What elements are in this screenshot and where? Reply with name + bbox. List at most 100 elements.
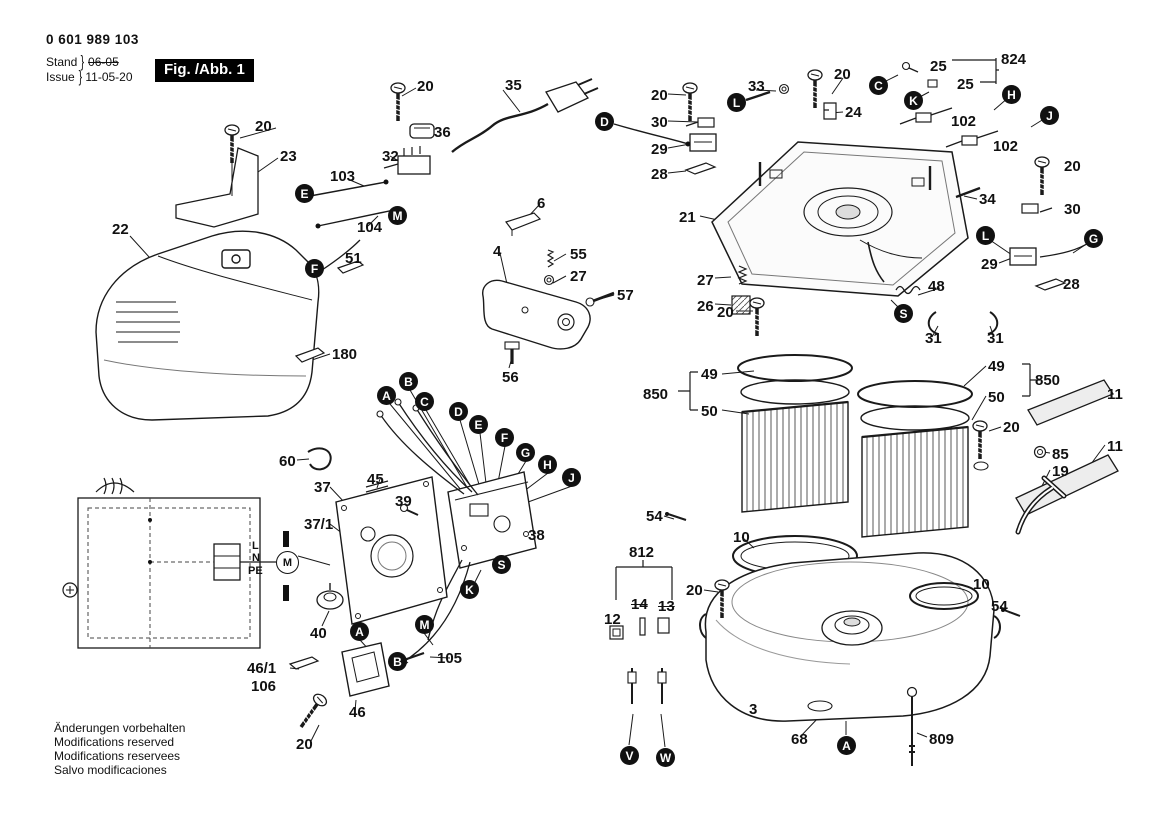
callout-D2: D	[449, 402, 468, 421]
part-label-46-1: 46/1	[247, 660, 277, 677]
callout-B2: B	[388, 652, 407, 671]
part-label-49b: 49	[988, 358, 1005, 375]
part-label-30b: 30	[1064, 201, 1081, 218]
part-label-20g: 20	[1003, 419, 1020, 436]
callout-A2: A	[350, 622, 369, 641]
callout-L1: L	[727, 93, 746, 112]
stand-line: Stand}06-05	[46, 51, 119, 71]
document-number: 0 601 989 103	[46, 32, 139, 47]
callout-S2: S	[492, 555, 511, 574]
callout-M1: M	[388, 206, 407, 225]
callout-C2: C	[415, 392, 434, 411]
part-label-4: 4	[493, 243, 502, 260]
part-label-45: 45	[367, 471, 384, 488]
part-label-50b: 50	[988, 389, 1005, 406]
part-label-29a: 29	[651, 141, 668, 158]
part-label-27a: 27	[570, 268, 587, 285]
part-label-54b: 54	[991, 598, 1008, 615]
callout-K1: K	[904, 91, 923, 110]
part-label-32: 32	[382, 148, 399, 165]
part-label-850b: 850	[1035, 372, 1061, 389]
part-label-48: 48	[928, 278, 945, 295]
part-label-30a: 30	[651, 114, 668, 131]
hardware-right-drawing	[973, 445, 1067, 535]
terminal-label-l: L	[252, 540, 259, 552]
part-label-21: 21	[679, 209, 696, 226]
part-label-55: 55	[570, 246, 587, 263]
parts-812-drawing	[609, 617, 670, 704]
callout-C1: C	[869, 76, 888, 95]
motor-symbol: M	[276, 551, 299, 574]
legal-note: Änderungen vorbehalten Modifications res…	[54, 721, 185, 777]
terminal-label-pe: PE	[248, 565, 263, 577]
part-label-85: 85	[1052, 446, 1069, 463]
foam-strips-11-drawing	[1015, 379, 1119, 516]
leader-lines	[129, 74, 1106, 748]
part-label-39: 39	[395, 493, 412, 510]
motor-cover-22-drawing	[95, 230, 320, 421]
part-label-60: 60	[279, 453, 296, 470]
stand-label: Stand	[46, 55, 78, 69]
part-label-809: 809	[929, 731, 955, 748]
part-label-102a: 102	[951, 113, 977, 130]
callout-D1: D	[595, 112, 614, 131]
wiring-schematic-drawing	[62, 477, 331, 649]
part-label-37-1: 37/1	[304, 516, 334, 533]
part-label-24: 24	[845, 104, 862, 121]
part-label-26: 26	[697, 298, 714, 315]
issue-value: 11-05-20	[85, 70, 133, 84]
issue-line: Issue}11-05-20	[46, 66, 133, 86]
part-label-12: 12	[604, 611, 621, 628]
callout-A1: A	[377, 386, 396, 405]
power-cord-35-drawing	[383, 78, 599, 175]
bracket-23-drawing	[175, 147, 259, 228]
part-label-10a: 10	[733, 529, 750, 546]
part-label-20e: 20	[1064, 158, 1081, 175]
part-label-35: 35	[505, 77, 522, 94]
part-label-13: 13	[658, 598, 675, 615]
part-label-20c: 20	[834, 66, 851, 83]
legal-note-es: Salvo modificaciones	[54, 763, 167, 777]
issue-brace: }	[78, 66, 82, 86]
callout-J2: J	[562, 468, 581, 487]
callout-F2: F	[495, 428, 514, 447]
part-label-50a: 50	[701, 403, 718, 420]
part-label-20h: 20	[686, 582, 703, 599]
legal-note-fr: Modifications reservees	[54, 749, 181, 763]
part-label-20b: 20	[255, 118, 272, 135]
pcb-38-drawing	[376, 398, 537, 665]
callout-J1: J	[1040, 106, 1059, 125]
part-label-20a: 20	[417, 78, 434, 95]
part-label-10b: 10	[973, 576, 990, 593]
issue-label: Issue	[46, 70, 75, 84]
part-label-20i: 20	[296, 736, 313, 753]
part-label-106: 106	[251, 678, 277, 695]
figure-title-box: Fig. /Abb. 1	[155, 59, 254, 82]
part-label-103: 103	[330, 168, 356, 185]
part-label-104: 104	[357, 219, 383, 236]
tank-3-drawing	[665, 512, 1021, 766]
callout-L2: L	[976, 226, 995, 245]
part-label-11b: 11	[1107, 438, 1123, 455]
part-label-20f: 20	[717, 304, 734, 321]
callout-F1: F	[305, 259, 324, 278]
part-label-180: 180	[332, 346, 358, 363]
part-label-20d: 20	[651, 87, 668, 104]
legal-note-en: Modifications reserved	[54, 735, 175, 749]
callout-K2: K	[460, 580, 479, 599]
part-label-11a: 11	[1107, 386, 1123, 403]
callout-W1: W	[656, 748, 675, 767]
part-label-38: 38	[528, 527, 545, 544]
part-label-28a: 28	[651, 166, 668, 183]
upper-housing-21-drawing	[711, 141, 969, 297]
filters-850-drawing	[737, 354, 973, 538]
part-label-31b: 31	[987, 330, 1004, 347]
part-label-3: 3	[749, 701, 758, 718]
part-label-28b: 28	[1063, 276, 1080, 293]
part-label-19: 19	[1052, 463, 1069, 480]
stand-brace: }	[80, 51, 85, 71]
part-label-51: 51	[345, 250, 362, 267]
part-label-22: 22	[112, 221, 129, 238]
